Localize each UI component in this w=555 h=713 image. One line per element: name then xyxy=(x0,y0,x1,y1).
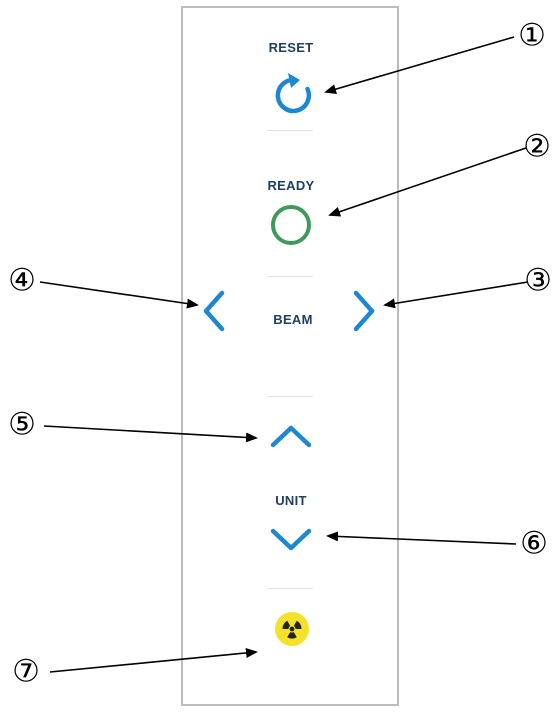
reset-label: RESET xyxy=(268,40,314,55)
callout-number-7: ⑦ xyxy=(12,653,40,690)
callout-number-6: ⑥ xyxy=(520,525,548,562)
divider xyxy=(267,588,313,589)
circle-icon xyxy=(271,205,311,245)
callout-line-3 xyxy=(383,281,529,309)
callout-number-3: ③ xyxy=(524,262,552,299)
callout-number-4: ④ xyxy=(8,262,36,299)
unit-label: UNIT xyxy=(275,493,307,508)
callout-line-4 xyxy=(39,281,199,309)
callout-number-1: ① xyxy=(518,17,546,54)
beam-label: BEAM xyxy=(273,312,313,327)
unit-down-button[interactable] xyxy=(268,524,314,554)
radiation-icon xyxy=(275,612,309,646)
ready-label: READY xyxy=(267,178,315,193)
refresh-icon xyxy=(275,73,312,114)
divider xyxy=(267,396,313,397)
unit-up-button[interactable] xyxy=(268,422,314,452)
ready-button[interactable] xyxy=(268,202,314,248)
callout-number-5: ⑤ xyxy=(8,406,36,443)
beam-prev-button[interactable] xyxy=(199,288,229,334)
reset-button[interactable] xyxy=(269,68,313,114)
beam-next-button[interactable] xyxy=(349,288,379,334)
control-panel: RESET READY BEAM UNIT xyxy=(181,6,399,706)
divider xyxy=(267,130,313,131)
chevron-down-icon xyxy=(270,528,312,551)
divider xyxy=(267,276,313,277)
chevron-left-icon xyxy=(203,290,225,332)
callout-number-2: ② xyxy=(523,128,551,165)
radiation-button[interactable] xyxy=(273,610,311,648)
chevron-right-icon xyxy=(353,290,375,332)
chevron-up-icon xyxy=(270,425,312,448)
